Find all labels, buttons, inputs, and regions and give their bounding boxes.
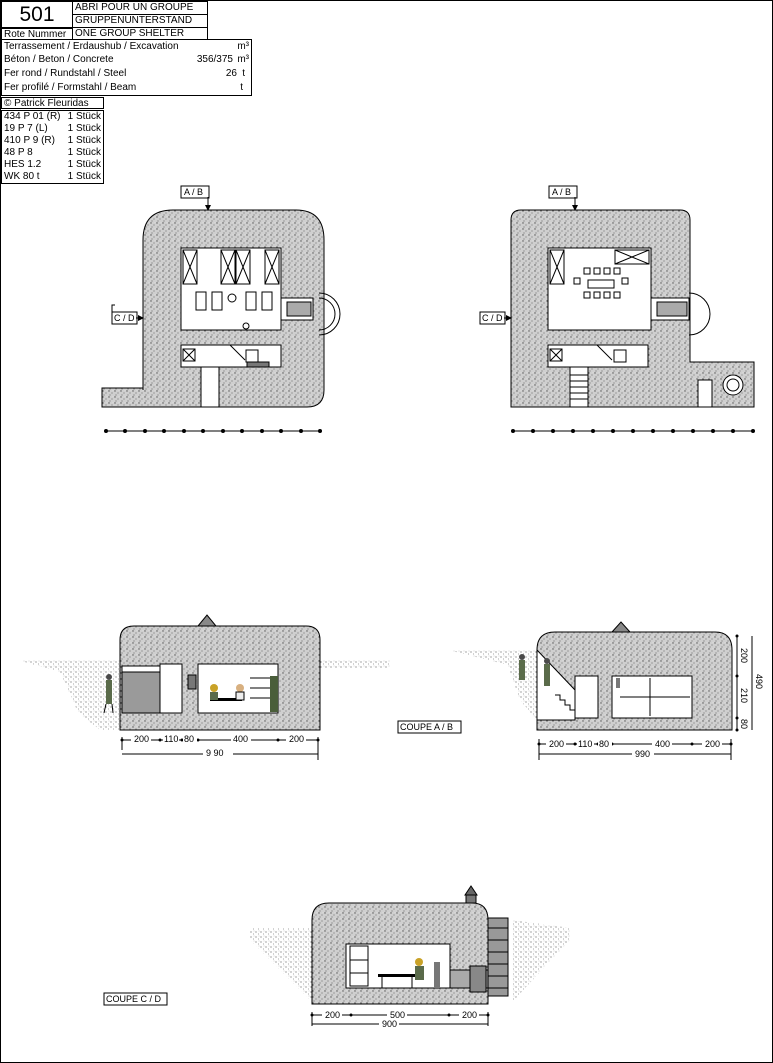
dimension-total: 990	[635, 749, 650, 759]
dimension-label: 110	[578, 739, 592, 749]
components-list: 434 P 01 (R) 1 Stück 19 P 7 (L) 1 Stück …	[1, 110, 104, 184]
component-name: 410 P 9 (R)	[4, 135, 55, 146]
dimension-label: 80	[739, 719, 749, 729]
svg-text:C / D: C / D	[114, 313, 135, 323]
qty-unit: t	[242, 68, 245, 79]
qty-value: 356/375	[196, 54, 233, 65]
component-qty: 1 Stück	[67, 159, 101, 170]
section-cd: 200 500 200 900	[250, 885, 570, 1029]
dimension-total: 900	[382, 1019, 397, 1029]
qty-value: 26	[225, 68, 237, 79]
dimension-label: 200	[289, 734, 304, 744]
dimension-label: 500	[390, 1010, 405, 1020]
dimension-label: 210	[739, 688, 749, 703]
dimension-label: 200	[549, 739, 564, 749]
qty-label: Béton / Beton / Concrete	[4, 54, 114, 65]
coupe-ab-label: COUPE A / B	[400, 722, 453, 732]
dimension-label: 200	[325, 1010, 340, 1020]
component-name: 48 P 8	[4, 147, 33, 158]
component-qty: 1 Stück	[67, 111, 101, 122]
component-name: WK 80 t	[4, 171, 40, 182]
svg-text:C / D: C / D	[482, 313, 503, 323]
dimension-total: 490	[754, 674, 764, 689]
author-credit: © Patrick Fleuridas	[1, 97, 104, 109]
component-qty: 1 Stück	[67, 147, 101, 158]
component-qty: 1 Stück	[67, 123, 101, 134]
dimension-total: 9 90	[206, 748, 224, 758]
section-marker-ab: A / B	[184, 187, 203, 197]
quantities-table: Terrassement / Erdaushub / Excavation m³…	[1, 39, 252, 96]
dimension-label: 80	[184, 734, 194, 744]
qty-label: Fer profilé / Formstahl / Beam	[4, 82, 137, 93]
dimension-label: 200	[134, 734, 149, 744]
qty-label: Terrassement / Erdaushub / Excavation	[4, 41, 179, 52]
section-ab-right: 200 110 80 400 200 990 200 210 80 490	[448, 621, 764, 760]
svg-text:A / B: A / B	[552, 187, 571, 197]
component-name: HES 1.2	[4, 159, 42, 170]
qty-unit: t	[240, 82, 243, 93]
plan-view-left: A / B C / D	[101, 185, 341, 433]
dimension-label: 400	[655, 739, 670, 749]
dimension-label: 80	[599, 739, 609, 749]
qty-label: Fer rond / Rundstahl / Steel	[4, 68, 127, 79]
component-name: 19 P 7 (L)	[4, 123, 48, 134]
section-ab-left: 200 110 80 400 200 9 90	[18, 614, 390, 760]
dimension-label: 110	[164, 734, 178, 744]
component-qty: 1 Stück	[67, 135, 101, 146]
coupe-cd-label: COUPE C / D	[106, 994, 162, 1004]
plan-view-right: A / B C / D	[479, 185, 755, 433]
dimension-label: 200	[462, 1010, 477, 1020]
plan-number: 501	[1, 1, 73, 28]
component-name: 434 P 01 (R)	[4, 111, 61, 122]
qty-unit: m³	[237, 54, 249, 65]
dimension-label: 200	[705, 739, 720, 749]
component-qty: 1 Stück	[67, 171, 101, 182]
dimension-label: 400	[233, 734, 248, 744]
dimension-label: 200	[739, 648, 749, 663]
qty-unit: m³	[237, 41, 249, 52]
